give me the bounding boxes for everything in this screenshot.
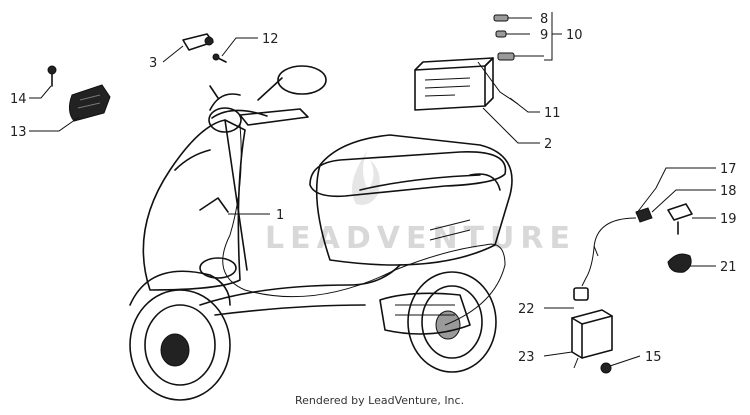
callout-22: 22: [518, 302, 535, 317]
callout-9: 9: [540, 28, 548, 43]
part-13-horn: [68, 84, 111, 122]
part-17-ht-lead: [581, 217, 637, 287]
callout-19: 19: [720, 212, 737, 227]
part-3-flasher: [182, 33, 214, 51]
leader-lines: [29, 12, 716, 367]
part-14-screw: [47, 65, 57, 87]
callout-8: 8: [540, 12, 548, 27]
part-18-plug-cap: [635, 207, 653, 223]
part-22-connector: [573, 287, 589, 301]
watermark-text: LEADVENTURE: [265, 221, 576, 256]
callout-21: 21: [720, 260, 737, 275]
footer-credit: Rendered by LeadVenture, Inc.: [295, 394, 464, 407]
callout-13: 13: [10, 125, 27, 140]
part-21-boot: [667, 253, 692, 273]
callout-15: 15: [645, 350, 662, 365]
callout-14: 14: [10, 92, 27, 107]
callout-1: 1: [276, 208, 284, 223]
callout-10: 10: [566, 28, 583, 43]
callouts: 1 2 3 8 9 10 11 12 13 14 15 17 18 19 21 …: [10, 12, 737, 365]
part-12-screw: [212, 53, 227, 63]
callout-23: 23: [518, 350, 535, 365]
part-15-screw: [600, 362, 612, 374]
callout-17: 17: [720, 162, 737, 177]
part-8-9-fuses: [493, 14, 515, 61]
part-2-battery: [414, 57, 519, 111]
part-23-cdi: [571, 309, 613, 369]
scooter: [129, 65, 513, 401]
callout-11: 11: [544, 106, 561, 121]
watermark: LEADVENTURE: [265, 150, 576, 256]
callout-3: 3: [149, 56, 157, 71]
callout-18: 18: [720, 184, 737, 199]
wiring-harness: [222, 124, 506, 326]
callout-2: 2: [544, 137, 552, 152]
part-19-spark-plug: [667, 203, 693, 235]
callout-12: 12: [262, 32, 279, 47]
